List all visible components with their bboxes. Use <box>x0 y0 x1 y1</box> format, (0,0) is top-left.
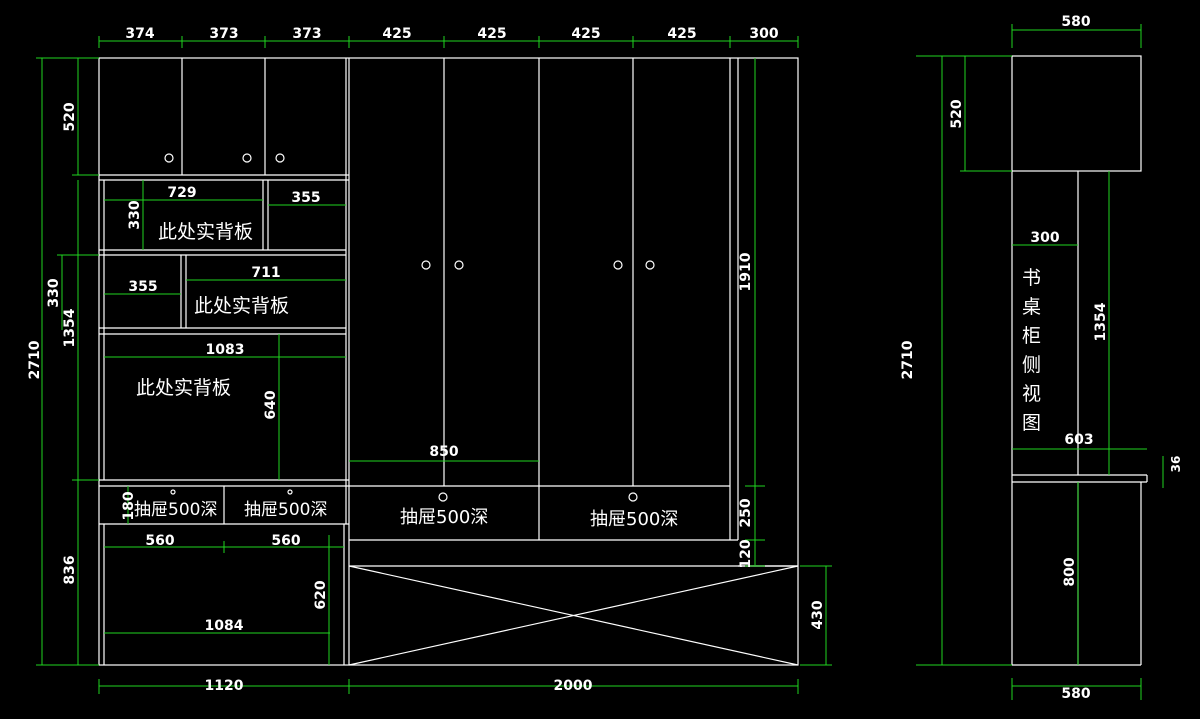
front-elevation <box>98 57 799 666</box>
back-panel-label-1: 此处实背板 <box>158 221 253 243</box>
front-dimension-lines <box>36 36 832 694</box>
dim-850: 850 <box>429 444 458 460</box>
side-dim-520: 520 <box>949 99 965 128</box>
side-dimension-lines <box>916 24 1164 700</box>
dim-top-6: 425 <box>571 26 600 42</box>
drawer-knob <box>628 492 638 502</box>
dim-330-inner: 330 <box>127 200 143 229</box>
door-knob <box>613 260 623 270</box>
dim-729: 729 <box>167 185 196 201</box>
back-panel-label-2: 此处实背板 <box>194 295 289 317</box>
drawer-label-4: 抽屉500深 <box>590 509 678 530</box>
drawer-knob <box>170 489 176 495</box>
door-knob <box>242 153 252 163</box>
dim-560a: 560 <box>145 533 174 549</box>
side-dim-36: 36 <box>1169 456 1183 473</box>
door-knob <box>421 260 431 270</box>
dim-left-total: 2710 <box>27 340 43 379</box>
drawer-knob <box>287 489 293 495</box>
dim-top-1: 374 <box>125 26 154 42</box>
door-knob <box>454 260 464 270</box>
cabinet-outer-frame <box>98 57 799 666</box>
dim-120: 120 <box>738 539 754 568</box>
side-dim-800: 800 <box>1062 557 1078 586</box>
door-knob <box>275 153 285 163</box>
drawer-label-3: 抽屉500深 <box>400 507 488 528</box>
dim-top-7: 425 <box>667 26 696 42</box>
dim-620: 620 <box>313 580 329 609</box>
dim-1910: 1910 <box>738 252 754 291</box>
door-knob <box>164 153 174 163</box>
dim-430: 430 <box>810 600 826 629</box>
side-dim-603: 603 <box>1064 432 1093 448</box>
side-dim-300: 300 <box>1030 230 1059 246</box>
dim-left-520: 520 <box>62 102 78 131</box>
dim-560b: 560 <box>271 533 300 549</box>
dim-top-8: 300 <box>749 26 778 42</box>
side-title-char-2: 桌 <box>1022 296 1041 318</box>
dim-355a: 355 <box>291 190 320 206</box>
side-dim-2710: 2710 <box>900 340 916 379</box>
dim-355b: 355 <box>128 279 157 295</box>
side-dim-1354: 1354 <box>1093 302 1109 341</box>
dim-640: 640 <box>263 390 279 419</box>
drawer-knob <box>438 492 448 502</box>
dim-bottom-2000: 2000 <box>554 678 593 694</box>
dim-180: 180 <box>121 491 137 520</box>
back-panel-label-3: 此处实背板 <box>136 377 231 399</box>
dim-top-5: 425 <box>477 26 506 42</box>
side-dim-top-580: 580 <box>1061 14 1090 30</box>
dim-left-836: 836 <box>62 555 78 584</box>
dim-top-3: 373 <box>292 26 321 42</box>
bed-cross-line <box>348 565 799 666</box>
side-title-char-6: 图 <box>1022 412 1041 434</box>
door-knob <box>645 260 655 270</box>
dim-1084: 1084 <box>205 618 244 634</box>
drawer-label-1: 抽屉500深 <box>134 500 217 520</box>
dim-top-2: 373 <box>209 26 238 42</box>
dim-1083: 1083 <box>206 342 245 358</box>
dim-250: 250 <box>738 498 754 527</box>
drawer-label-2: 抽屉500深 <box>244 500 327 520</box>
dim-711: 711 <box>251 265 280 281</box>
side-title-char-4: 侧 <box>1022 354 1041 376</box>
dim-left-330: 330 <box>46 278 62 307</box>
side-top-cabinet <box>1011 55 1142 172</box>
side-title-char-3: 柜 <box>1022 325 1041 347</box>
dim-left-1354: 1354 <box>62 308 78 347</box>
dim-bottom-1120: 1120 <box>205 678 244 694</box>
side-title-char-5: 视 <box>1022 383 1041 405</box>
side-title-char-1: 书 <box>1022 267 1041 289</box>
dim-top-4: 425 <box>382 26 411 42</box>
side-dim-bottom-580: 580 <box>1061 686 1090 702</box>
